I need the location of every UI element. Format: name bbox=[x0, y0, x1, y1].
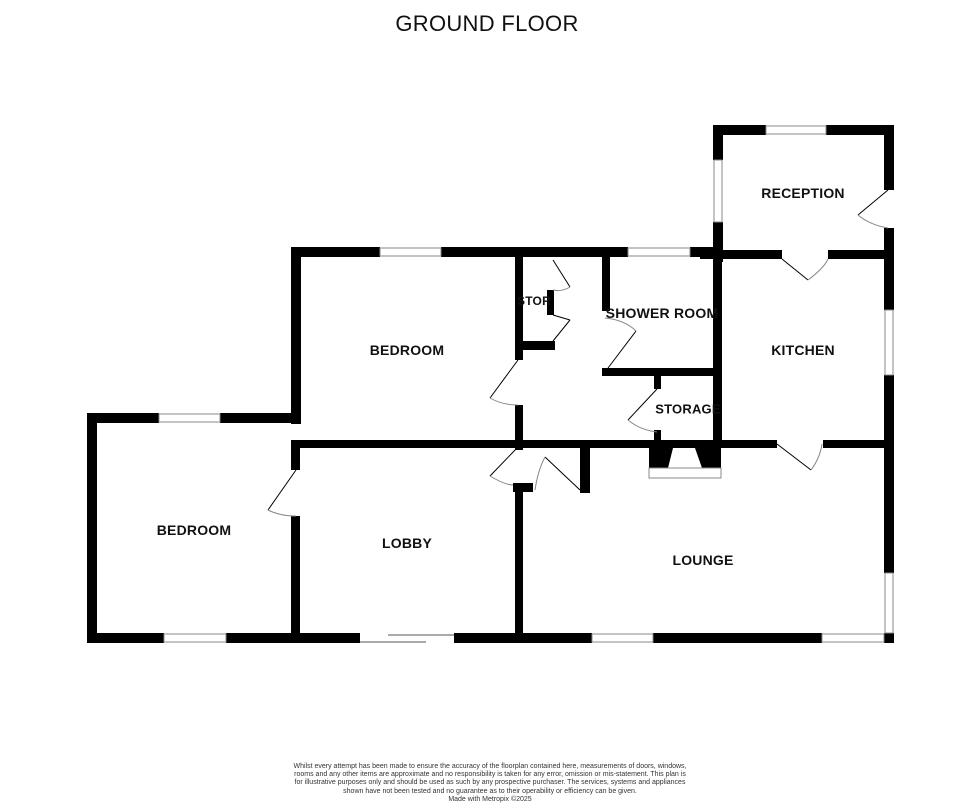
room-label-reception: RECEPTION bbox=[761, 185, 845, 201]
room-label-kitchen: KITCHEN bbox=[771, 342, 835, 358]
doors bbox=[267, 189, 889, 643]
floor-title: GROUND FLOOR bbox=[395, 11, 579, 36]
room-label-bedroom-upper: BEDROOM bbox=[369, 342, 445, 358]
room-label-lobby: LOBBY bbox=[382, 535, 432, 551]
room-label-shower-room: SHOWER ROOM bbox=[605, 305, 719, 321]
disclaimer-text: Whilst every attempt has been made to en… bbox=[293, 763, 687, 795]
walls bbox=[87, 125, 894, 643]
credit-text: Made with Metropix ©2025 bbox=[448, 795, 532, 803]
room-label-store: STOR bbox=[517, 294, 551, 308]
room-label-bedroom-lower: BEDROOM bbox=[156, 522, 232, 538]
disclaimer: Whilst every attempt has been made to en… bbox=[290, 763, 690, 804]
room-label-lounge: LOUNGE bbox=[672, 552, 734, 568]
windows bbox=[158, 125, 894, 643]
room-label-storage: STORAGE bbox=[655, 401, 721, 417]
